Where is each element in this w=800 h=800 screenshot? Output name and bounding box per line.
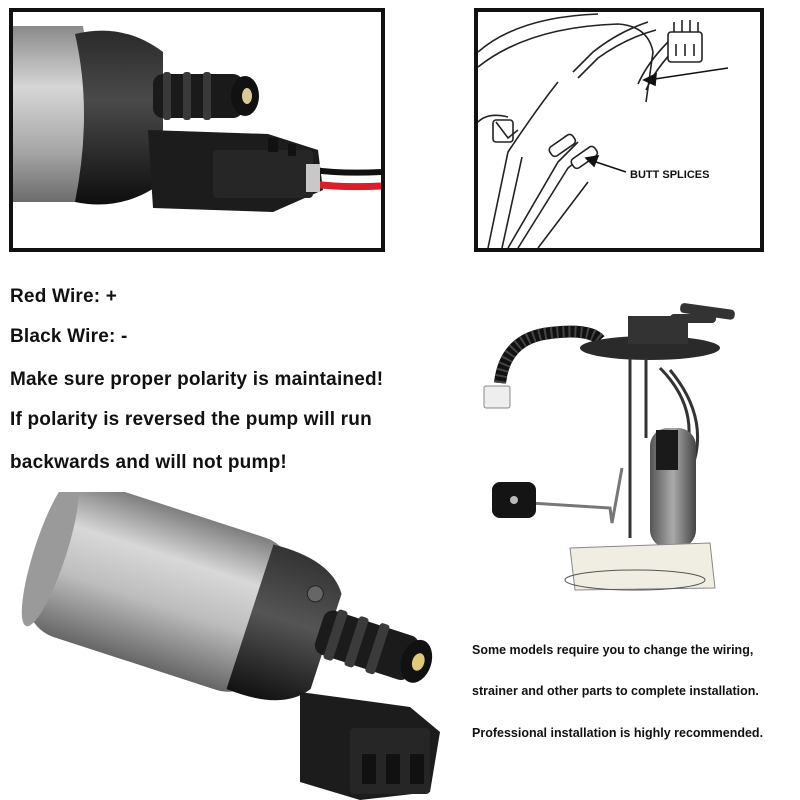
pump-assembly-photo xyxy=(470,298,740,598)
positive-wire xyxy=(312,180,381,191)
black-wire-label: Black Wire: - xyxy=(10,326,128,347)
installation-note-1: Some models require you to change the wi… xyxy=(472,643,754,657)
polarity-warning: Make sure proper polarity is maintained! xyxy=(10,369,384,390)
installation-note-3: Professional installation is highly reco… xyxy=(472,726,764,740)
float-arm xyxy=(529,467,624,524)
butt-splice-diagram: BUTT SPLICES xyxy=(474,8,764,252)
connector-closeup-photo xyxy=(9,8,385,252)
hose-connector xyxy=(483,385,511,409)
fuel-pump-photo xyxy=(0,492,460,800)
pump-electrical-plug xyxy=(300,692,440,800)
butt-splices-label: BUTT SPLICES xyxy=(630,169,709,181)
installation-note-2: strainer and other parts to complete ins… xyxy=(472,684,759,698)
callout-arrows xyxy=(584,67,729,173)
pump-housing xyxy=(26,492,293,692)
red-wire-label: Red Wire: + xyxy=(10,286,118,307)
o-ring xyxy=(564,569,706,591)
splice-line-drawing: BUTT SPLICES xyxy=(478,13,729,248)
butt-splice-pair xyxy=(548,133,599,170)
reverse-warning-line-2: backwards and will not pump! xyxy=(10,452,287,473)
pressure-valve xyxy=(306,585,324,603)
strainer xyxy=(569,542,716,591)
corrugated-hose xyxy=(494,325,605,384)
pump-connector-illustration xyxy=(13,26,381,212)
pump-end-cap xyxy=(75,30,163,205)
pump-outlet xyxy=(314,609,433,683)
reverse-warning-line-1: If polarity is reversed the pump will ru… xyxy=(10,409,372,430)
pump-cap xyxy=(226,544,342,701)
wire-terminals xyxy=(306,164,320,192)
harness-plug xyxy=(667,20,703,63)
electrical-connector xyxy=(148,130,323,212)
negative-wire xyxy=(312,167,381,176)
pump-body xyxy=(13,26,91,202)
outlet-nozzle xyxy=(153,72,259,120)
